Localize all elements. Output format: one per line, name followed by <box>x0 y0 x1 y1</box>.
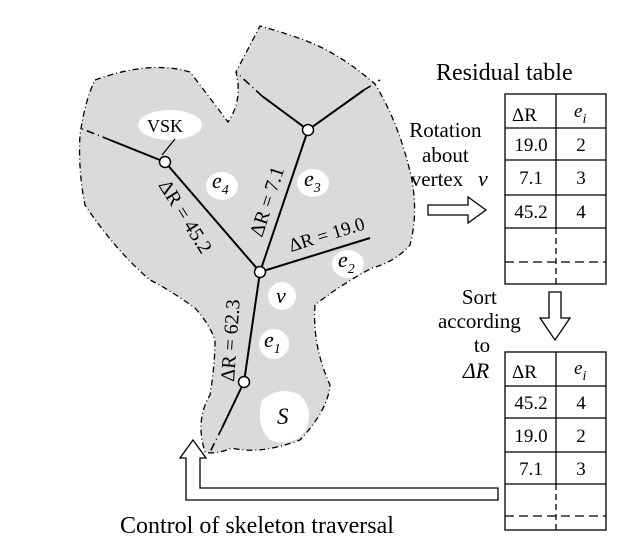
residual-header-e: ei <box>574 101 586 127</box>
sort-delta-r: ΔR <box>462 358 490 383</box>
rotation-caption: Rotation about vertex <box>409 118 487 191</box>
hole-region <box>259 391 309 443</box>
edge-label-e2: e2 <box>338 247 355 277</box>
residual-cell: 4 <box>576 202 586 223</box>
residual-cell: 45.2 <box>514 202 547 223</box>
sorted-cell: 45.2 <box>514 393 547 414</box>
sorted-cell: 3 <box>576 459 586 480</box>
rotation-arrow <box>427 195 488 225</box>
sorted-cell: 7.1 <box>519 459 543 480</box>
sort-caption: Sort according to <box>438 285 526 357</box>
shape-label: S <box>277 404 289 429</box>
residual-cell: 2 <box>576 135 586 156</box>
residual-cell: 3 <box>576 168 586 189</box>
vertex-label-v: v <box>276 283 286 308</box>
control-caption: Control of skeleton traversal <box>120 513 394 539</box>
vsk-label: VSK <box>147 116 183 136</box>
residual-cell: 19.0 <box>514 135 547 156</box>
rotation-vertex-symbol: v <box>478 166 488 191</box>
residual-header-dr: ΔR <box>512 105 537 126</box>
residual-table <box>504 93 607 285</box>
sorted-cell: 19.0 <box>514 426 547 447</box>
sort-arrow <box>538 291 572 342</box>
sorted-header-e: ei <box>574 358 586 384</box>
edge-label-e1: e1 <box>264 327 281 357</box>
node-junction-top <box>301 123 315 137</box>
control-arrow <box>178 438 499 501</box>
node-junction-bottom <box>237 375 251 389</box>
sorted-cell: 4 <box>576 393 586 414</box>
node-junction-left <box>158 155 172 169</box>
sorted-header-dr: ΔR <box>512 362 537 383</box>
residual-table-title: Residual table <box>436 60 573 86</box>
edge-label-e4: e4 <box>212 168 229 198</box>
sorted-table <box>504 351 607 531</box>
node-vertex-v <box>253 265 267 279</box>
residual-cell: 7.1 <box>519 168 543 189</box>
edge-label-e3: e3 <box>304 166 321 196</box>
sorted-cell: 2 <box>576 426 586 447</box>
skeleton <box>109 89 371 429</box>
